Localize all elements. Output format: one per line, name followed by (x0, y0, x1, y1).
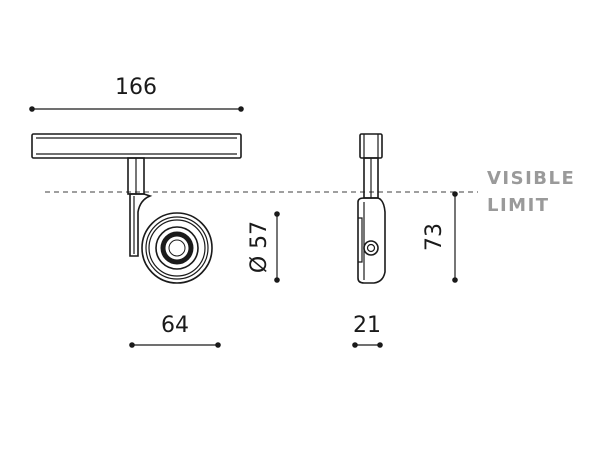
dimension-diameter-label: Ø 57 (247, 221, 272, 273)
dimension-head-width-label: 64 (161, 313, 189, 338)
track-adapter-front (31, 133, 242, 159)
dimension-top-width-line (29, 106, 244, 112)
stem-side (363, 157, 379, 199)
dimension-side-width-label: 21 (353, 313, 381, 338)
visible-limit-label-2: LIMIT (487, 195, 550, 216)
lamp-head-front (141, 212, 213, 284)
dimension-height-label: 73 (422, 223, 447, 251)
lamp-head-side (357, 197, 386, 284)
track-adapter-side (359, 133, 383, 159)
dimension-head-width-line (129, 342, 221, 348)
dimension-side-width-line (352, 342, 383, 348)
dimension-diameter-line (274, 211, 280, 283)
visible-limit-label-1: VISIBLE (487, 168, 575, 189)
stem-front (127, 157, 145, 195)
arm-front (129, 193, 153, 257)
dimension-top-width-label: 166 (115, 75, 157, 100)
dimension-height-line (452, 191, 458, 283)
